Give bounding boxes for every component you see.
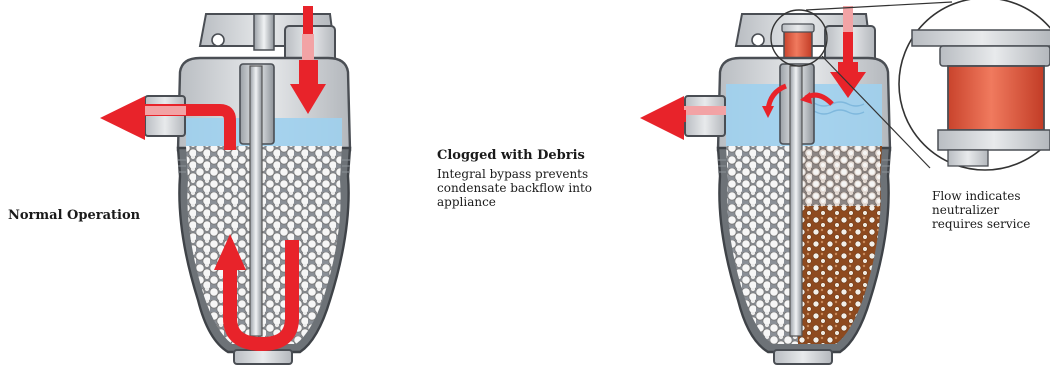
flow-indicator-description: Flow indicates neutralizer requires serv…: [932, 189, 1050, 231]
normal-operation-label: Normal Operation: [8, 208, 140, 223]
bypass-description: Integral bypass prevents condensate back…: [437, 167, 612, 209]
neutralizer-clogged: [640, 0, 1050, 364]
clogged-title-label: Clogged with Debris: [437, 148, 585, 163]
neutralizer-normal: [100, 6, 350, 364]
